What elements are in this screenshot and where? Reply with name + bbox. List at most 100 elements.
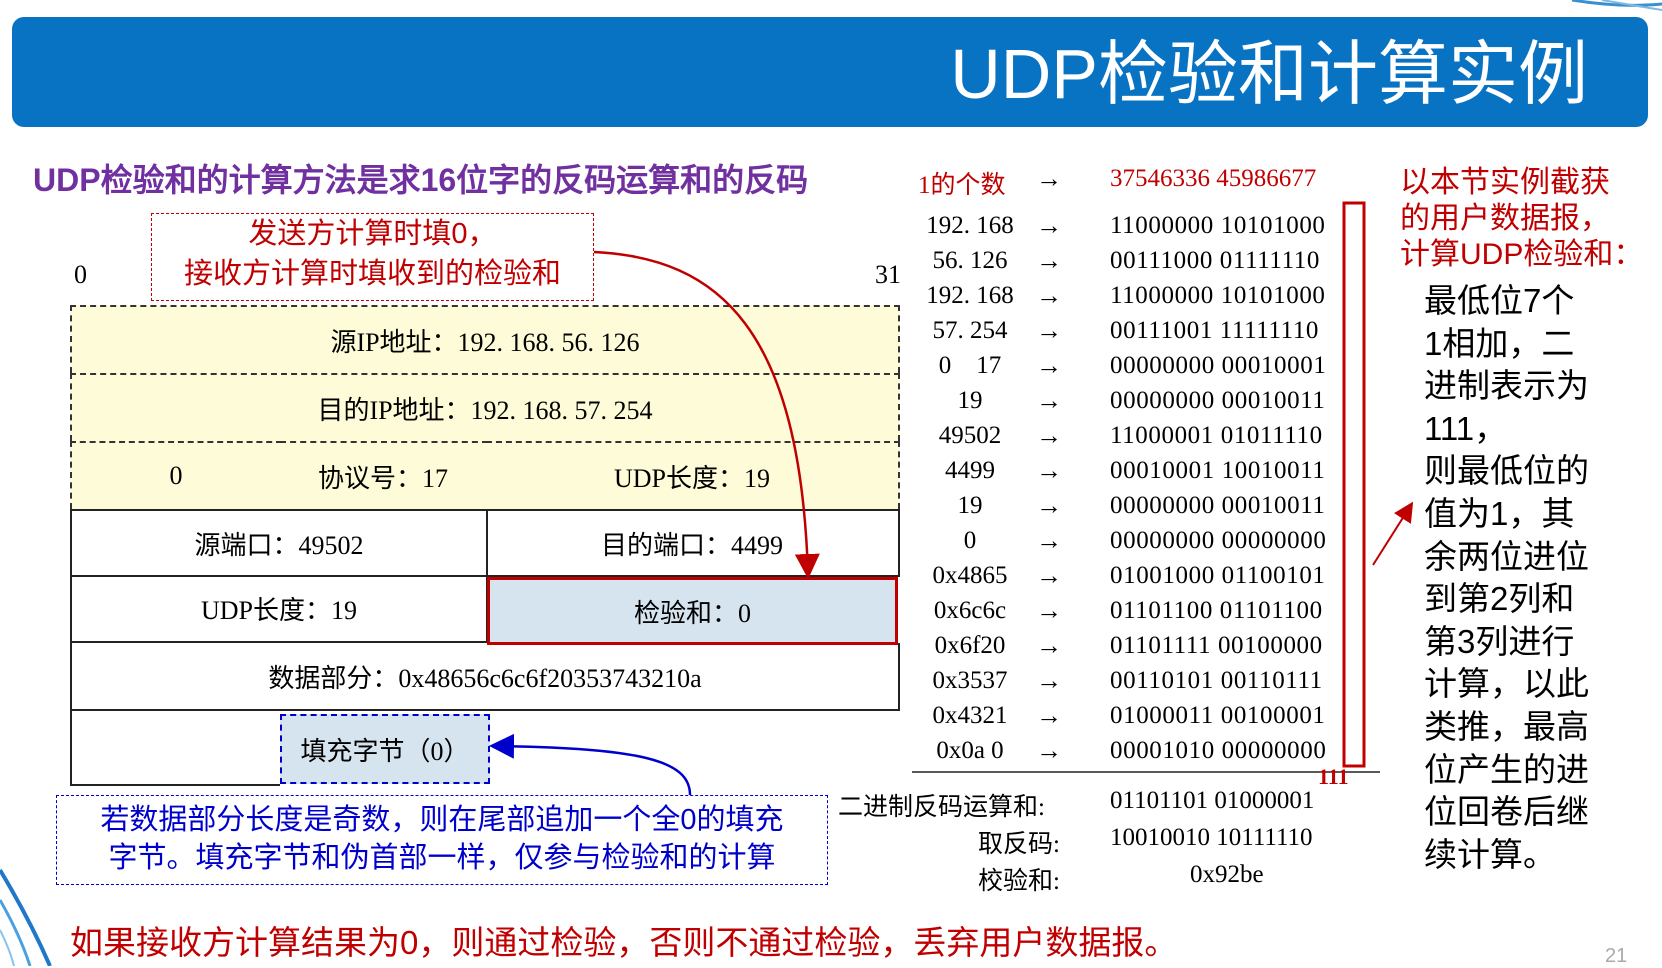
protocol-field-label: 协议号：17: [317, 463, 448, 493]
note-line: 位产生的进: [1424, 750, 1589, 788]
note-line: 111，: [1424, 409, 1508, 447]
note-line: 续计算。: [1424, 835, 1556, 873]
note-line: 第3列进行: [1424, 622, 1575, 660]
padding-pointer-arrow: [489, 733, 692, 796]
row-arrow: →: [1036, 631, 1062, 660]
table-row-bits: 01101100 01101100: [1110, 597, 1323, 624]
dest-ip-row: 目的IP地址：192. 168. 57. 254: [70, 373, 900, 441]
table-row-bits: 00110101 00110111: [1110, 667, 1323, 694]
table-row-left: 0x0a 0: [936, 737, 1004, 764]
ones-count-label: 1的个数: [918, 172, 1006, 199]
column-sum-label: 111: [1318, 764, 1349, 789]
table-row-bits: 00111001 11111110: [1110, 317, 1320, 344]
inverse-label: 取反码:: [978, 831, 1060, 858]
table-row-left: 0x6c6c: [933, 597, 1007, 624]
checksum-pointer-arrow: [593, 250, 820, 579]
row-arrow: →: [1036, 351, 1062, 380]
corner-decoration-top: [1571, 0, 1662, 11]
zero-field-label: 0: [169, 461, 183, 490]
table-row-bits: 11000000 10101000: [1110, 212, 1326, 239]
sum-bits: 01101101 01000001: [1110, 787, 1315, 814]
callout-line-2: 字节。填充字节和伪首部一样，仅参与检验和的计算: [108, 842, 776, 874]
table-row-left: 56. 126: [932, 247, 1008, 274]
note-header-line: 的用户数据报，: [1400, 202, 1610, 235]
bottom-note: 如果接收方计算结果为0，则通过检验，否则不通过检验，丢弃用户数据报。: [70, 924, 1178, 961]
lowest-bit-column-highlight: [1342, 201, 1366, 768]
table-row-bits: 00001010 00000000: [1110, 737, 1327, 764]
note-line: 位回卷后继: [1424, 793, 1589, 831]
sender-receiver-callout: 发送方计算时填0， 接收方计算时填收到的检验和: [151, 213, 594, 301]
table-row-bits: 11000001 01011110: [1110, 422, 1323, 449]
note-line: 余两位进位: [1424, 537, 1589, 575]
padding-byte-field: 填充字节（0）: [280, 714, 490, 784]
note-line: 1相加，二: [1424, 324, 1575, 362]
pseudo-udp-length-field: UDP长度：19: [486, 441, 900, 509]
bit-end-label: 31: [875, 260, 901, 289]
note-line: 类推，最高: [1424, 707, 1589, 745]
table-row-bits: 00010001 10010011: [1110, 457, 1326, 484]
row-arrow: →: [1036, 701, 1062, 730]
table-row-left: 4499: [945, 457, 995, 484]
table-row-left: 0 17: [938, 352, 1002, 379]
table-row-bits: 00000000 00000000: [1110, 527, 1327, 554]
bottom-border-line: [70, 784, 280, 786]
note-line: 到第2列和: [1424, 580, 1575, 618]
source-ip-row: 源IP地址：192. 168. 56. 126: [70, 305, 900, 373]
ones-count-values: 37546336 45986677: [1110, 165, 1317, 192]
checksum-result-label: 校验和:: [978, 868, 1060, 895]
row-arrow: →: [1036, 211, 1062, 240]
row-arrow: →: [1036, 666, 1062, 695]
note-line: 最低位7个: [1424, 282, 1575, 319]
side-note-header: 以本节实例截获 的用户数据报， 计算UDP检验和：: [1400, 165, 1660, 273]
dest-ip-label: 目的IP地址：192. 168. 57. 254: [317, 395, 653, 425]
source-port-field: 源端口：49502: [70, 509, 488, 577]
table-row-bits: 11000000 10101000: [1110, 282, 1326, 309]
table-row-bits: 00000000 00010011: [1110, 387, 1326, 414]
table-row-left: 0x4321: [932, 702, 1008, 729]
note-line: 值为1，其: [1424, 494, 1575, 532]
corner-decoration-bottom: [0, 868, 52, 966]
source-port-label: 源端口：49502: [194, 530, 364, 560]
table-row-bits: 01000011 00100001: [1110, 702, 1326, 729]
row-arrow: →: [1036, 736, 1062, 765]
data-field: 数据部分：0x48656c6c6f20353743210a: [70, 643, 900, 711]
table-row-left: 0x3537: [932, 667, 1008, 694]
row-arrow: →: [1036, 596, 1062, 625]
checksum-result-value: 0x92be: [1190, 861, 1264, 888]
left-border-line: [70, 711, 72, 786]
callout-line-1: 若数据部分长度是奇数，则在尾部追加一个全0的填充: [100, 804, 784, 836]
table-row-left: 0x6f20: [934, 632, 1006, 659]
callout-line-2: 接收方计算时填收到的检验和: [183, 258, 561, 290]
table-row-left: 19: [957, 387, 983, 414]
note-header-line: 计算UDP检验和：: [1400, 238, 1644, 271]
row-arrow: →: [1036, 491, 1062, 520]
table-row-left: 0: [963, 527, 977, 554]
row-arrow: →: [1036, 281, 1062, 310]
side-note-body: 最低位7个 1相加，二 进制表示为 111， 则最低位的 值为1，其 余两位进位…: [1424, 280, 1644, 876]
table-row-left: 192. 168: [926, 282, 1014, 309]
note-line: 计算，以此: [1424, 665, 1589, 703]
table-row-bits: 00111000 01111110: [1110, 247, 1320, 274]
note-header-line: 以本节实例截获: [1400, 166, 1610, 199]
sum-label: 二进制反码运算和:: [838, 794, 1045, 821]
dest-port-field: 目的端口：4499: [486, 509, 900, 577]
note-line: 则最低位的: [1424, 452, 1589, 490]
inverse-bits: 10010010 10111110: [1110, 824, 1313, 851]
row-arrow: →: [1036, 526, 1062, 555]
row-arrow: →: [1036, 386, 1062, 415]
ones-count-arrow: →: [1036, 164, 1062, 193]
padding-callout: 若数据部分长度是奇数，则在尾部追加一个全0的填充 字节。填充字节和伪首部一样，仅…: [56, 795, 828, 885]
table-row-bits: 01001000 01100101: [1110, 562, 1326, 589]
pseudo-udp-length-label: UDP长度：19: [613, 463, 770, 493]
subtitle: UDP检验和的计算方法是求16位字的反码运算和的反码: [33, 162, 809, 198]
table-row-left: 192. 168: [926, 212, 1014, 239]
checksum-label: 检验和：0: [633, 598, 751, 628]
table-row-left: 49502: [938, 422, 1002, 449]
note-pointer-arrow: [1372, 501, 1414, 566]
row-arrow: →: [1036, 561, 1062, 590]
row-arrow: →: [1036, 421, 1062, 450]
data-label: 数据部分：0x48656c6c6f20353743210a: [268, 663, 702, 693]
table-row-bits: 01101111 00100000: [1110, 632, 1323, 659]
table-row-left: 0x4865: [932, 562, 1008, 589]
